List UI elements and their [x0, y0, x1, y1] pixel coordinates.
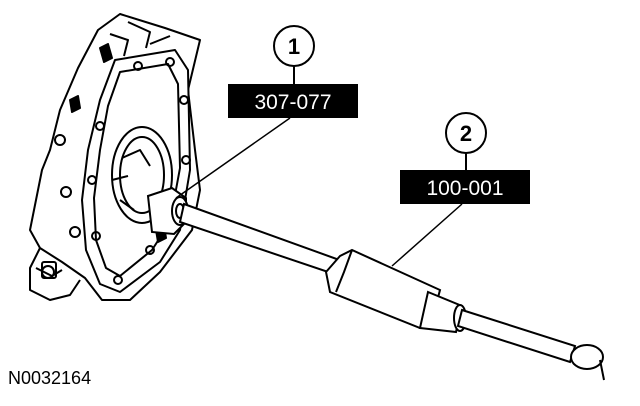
callout-1-number: 1: [288, 34, 300, 59]
callout-2: 2 100-001: [391, 112, 530, 267]
callout-2-number: 2: [460, 121, 472, 146]
transmission-case: [29, 13, 201, 301]
callout-2-label-box: [400, 170, 530, 204]
callout-2-leader: [391, 203, 463, 267]
slide-hammer-tool: [178, 202, 605, 381]
callout-1-leader: [175, 117, 291, 199]
callout-1: 1 307-077: [175, 25, 358, 199]
callout-1-tool-number: 307-077: [254, 91, 331, 114]
figure-id: N0032164: [8, 368, 91, 388]
callout-2-tool-number: 100-001: [426, 177, 503, 200]
callout-1-label-box: [228, 84, 358, 118]
